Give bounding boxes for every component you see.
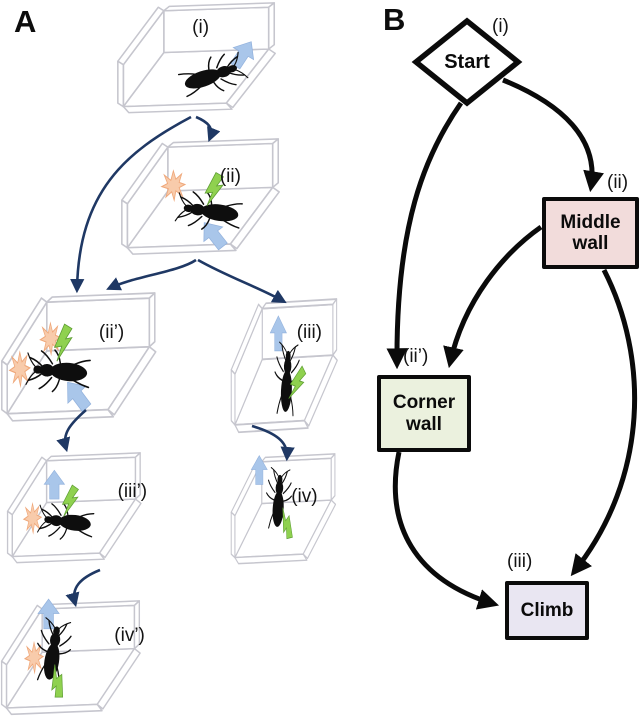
arena-iii-drawing bbox=[230, 298, 339, 434]
panel-b-letter: B bbox=[383, 2, 406, 37]
start-diamond-shape bbox=[411, 17, 523, 107]
node-corner-wall-label: Corner wall bbox=[392, 392, 456, 435]
node-start-label: Start bbox=[444, 50, 490, 73]
stage-label-iii-prime: (iii’) bbox=[117, 481, 148, 503]
arrow-middle-wall-to-climb bbox=[570, 268, 638, 577]
node-corner-wall-tag: (ii’) bbox=[403, 346, 429, 367]
node-middle-wall-tag: (ii) bbox=[607, 172, 629, 193]
stage-label-ii: (ii) bbox=[219, 166, 241, 188]
arena-box bbox=[0, 600, 141, 716]
node-climb-tag: (iii) bbox=[507, 551, 533, 572]
arena-ii-drawing bbox=[121, 138, 280, 255]
node-corner-wall: Corner wall bbox=[377, 375, 471, 452]
arena-stage-iii-prime: (iii’) bbox=[6, 452, 162, 574]
arrow-corner-wall-to-climb bbox=[392, 451, 500, 610]
arena-stage-iii: (iii) bbox=[230, 298, 354, 446]
arrow-ii-to-iii bbox=[197, 258, 287, 304]
node-middle-wall: Middle wall bbox=[542, 197, 639, 269]
node-start: Start bbox=[411, 17, 523, 107]
stage-label-iii: (iii) bbox=[296, 321, 323, 343]
arena-iii-prime-drawing bbox=[6, 452, 142, 564]
stage-label-iv-prime: (iv’) bbox=[114, 625, 145, 647]
arena-stage-i: (i) bbox=[116, 2, 300, 124]
arena-ii-prime-drawing bbox=[0, 292, 157, 422]
arena-box bbox=[121, 138, 280, 255]
arena-iv-drawing bbox=[230, 453, 337, 565]
arena-stage-iv: (iv) bbox=[230, 453, 352, 575]
arena-box bbox=[6, 452, 142, 564]
arena-iv-prime-drawing bbox=[0, 598, 141, 716]
node-start-tag: (i) bbox=[492, 16, 509, 37]
node-climb: Climb bbox=[505, 581, 589, 640]
node-middle-wall-label: Middle wall bbox=[560, 211, 621, 254]
node-climb-label: Climb bbox=[520, 599, 574, 621]
arena-stage-iv-prime: (iv’) bbox=[0, 598, 162, 726]
stage-label-ii-prime: (ii’) bbox=[98, 321, 125, 343]
arena-stage-ii-prime: (ii’) bbox=[0, 292, 180, 434]
arrow-iii-prime-to-iv-prime bbox=[65, 568, 101, 608]
stage-label-iv: (iv) bbox=[291, 485, 318, 507]
arena-stage-ii: (ii) bbox=[120, 138, 304, 266]
arrow-start-to-corner-wall bbox=[386, 101, 464, 370]
arrow-middle-wall-to-corner-wall bbox=[443, 224, 543, 369]
panel-a-letter: A bbox=[14, 4, 37, 39]
stage-label-i: (i) bbox=[192, 16, 210, 38]
